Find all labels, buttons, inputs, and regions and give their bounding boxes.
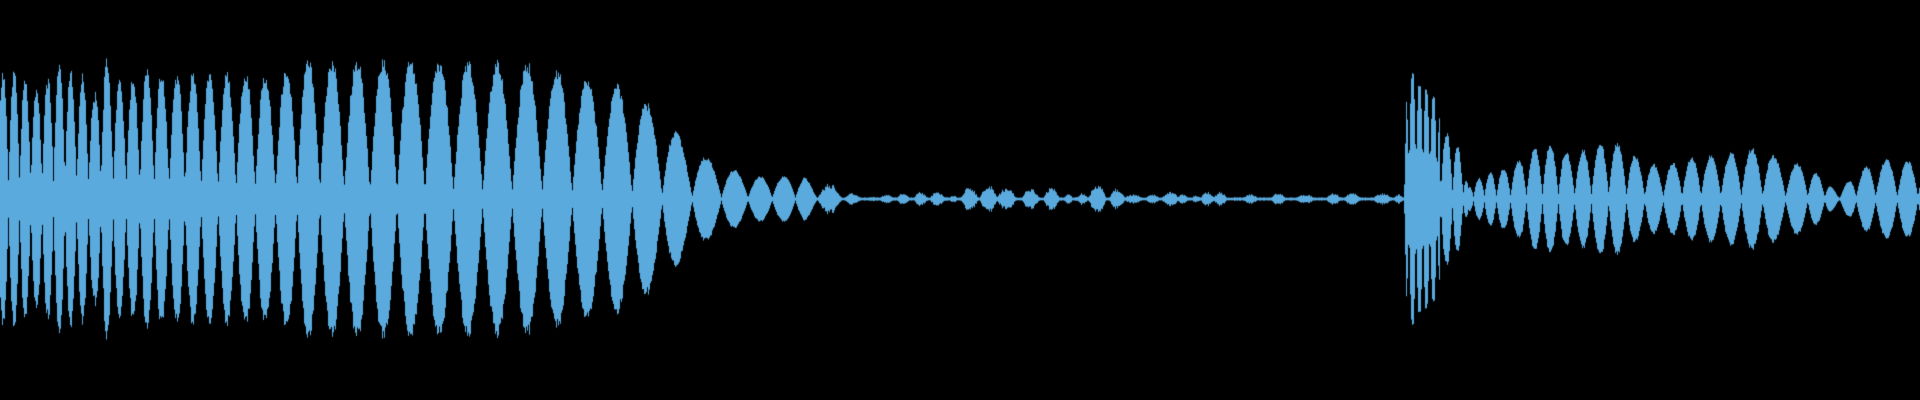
waveform-display bbox=[0, 0, 1920, 400]
audio-waveform bbox=[0, 0, 1920, 400]
